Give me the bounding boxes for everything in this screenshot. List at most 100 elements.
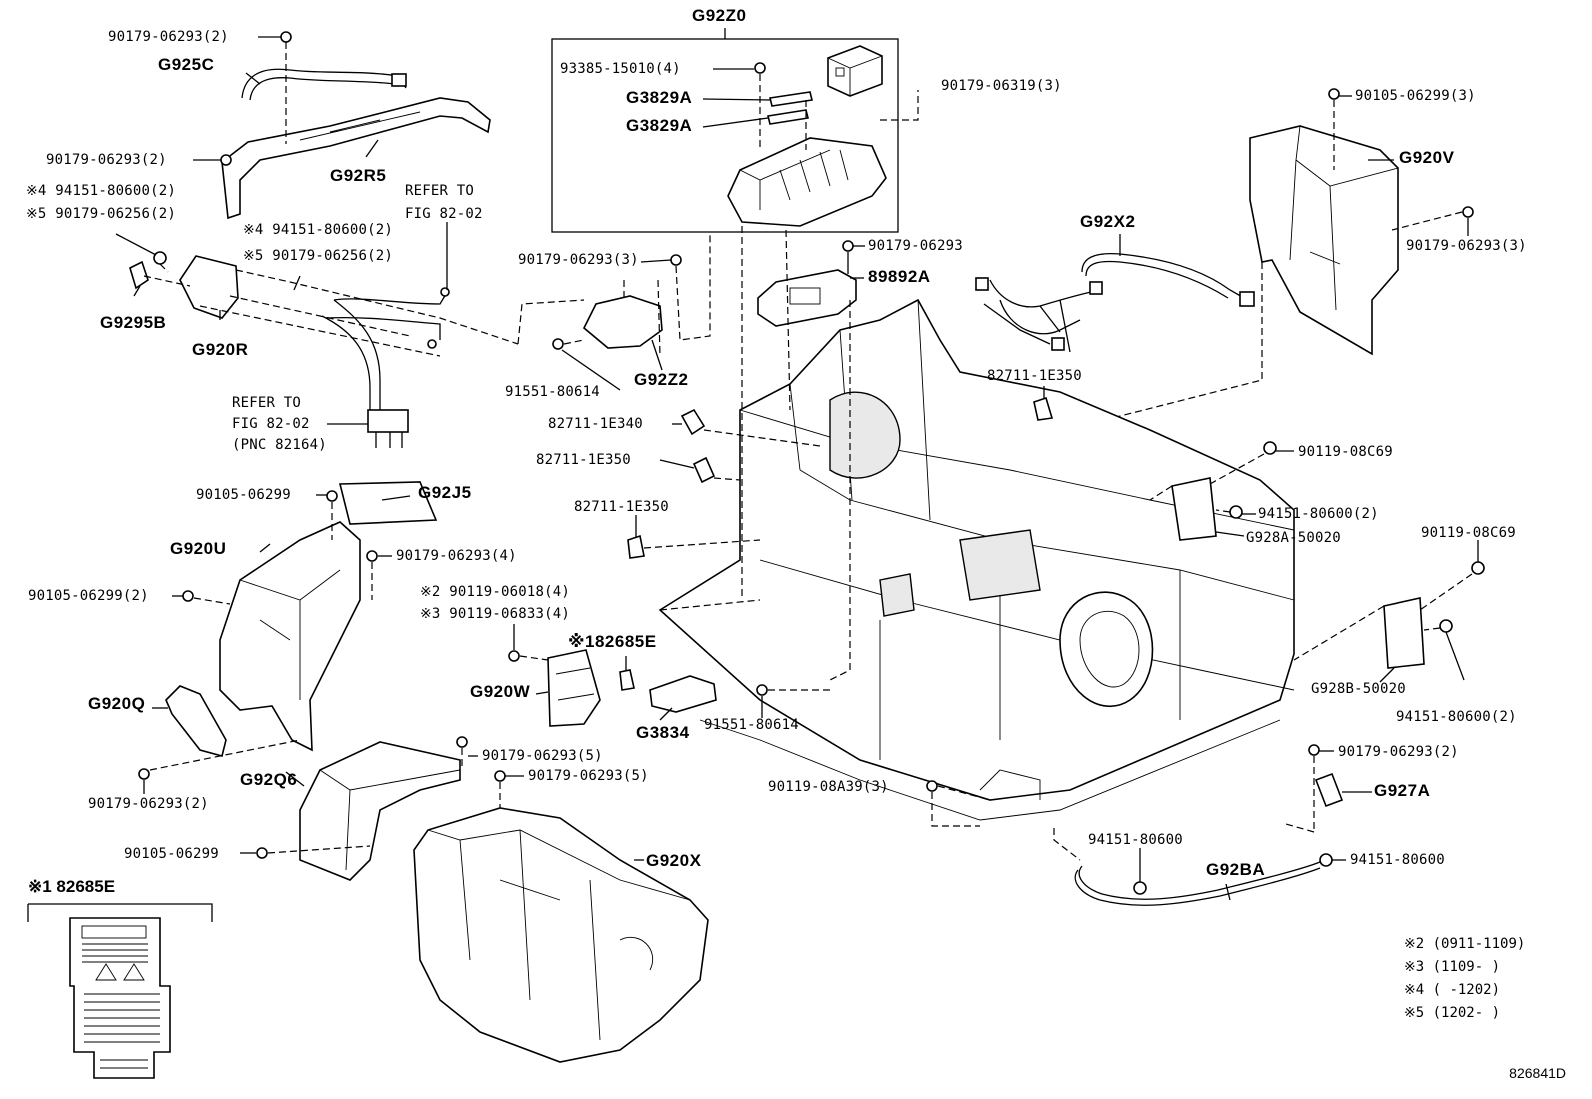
label-note3-90119: ※3 90119-06833(4)	[420, 606, 570, 622]
label-90179-06293-b: 90179-06293(2)	[46, 152, 167, 168]
label-g3834: G3834	[636, 723, 690, 742]
label-g92j5: G92J5	[418, 483, 472, 502]
label-pnc-82164: (PNC 82164)	[232, 437, 327, 453]
label-note4-94151: ※4 94151-80600(2)	[26, 183, 176, 199]
label-82711-1e350-b: 82711-1E350	[536, 452, 631, 468]
label-g925c: G925C	[158, 55, 215, 74]
label-93385-15010: 93385-15010(4)	[560, 61, 681, 77]
label-90179-06293-d: 90179-06293	[868, 238, 963, 254]
g920v-cover	[1249, 125, 1399, 356]
label-90179-06293-i: 90179-06293(5)	[528, 768, 649, 784]
drawing-code: 826841D	[1509, 1065, 1566, 1081]
g920x-cover	[413, 807, 709, 1063]
label-94151-80600-a: 94151-80600(2)	[1258, 506, 1379, 522]
label-94151-80600-d: 94151-80600	[1350, 852, 1445, 868]
label-82711-1e350-a: 82711-1E350	[987, 368, 1082, 384]
g3834-plug	[649, 675, 717, 713]
g920u-cover	[219, 521, 361, 752]
label-g920x: G920X	[646, 851, 702, 870]
g92j5-label	[338, 481, 438, 525]
label-90179-06319: 90179-06319(3)	[941, 78, 1062, 94]
label-90179-06293-f: 90179-06293(4)	[396, 548, 517, 564]
bolt-93385	[754, 62, 766, 74]
label-g920w: G920W	[470, 682, 531, 701]
label-g92z2: G92Z2	[634, 370, 689, 389]
label-g928a-50020: G928A-50020	[1246, 530, 1341, 546]
label-g920q: G920Q	[88, 694, 146, 713]
battery-cable-harness	[321, 287, 450, 448]
battery-assembly	[658, 298, 1295, 821]
label-g9295b: G9295B	[100, 313, 167, 332]
label-90179-06293-c: 90179-06293(3)	[518, 252, 639, 268]
label-g920u: G920U	[170, 539, 227, 558]
label-90105-06299-a: 90105-06299(3)	[1355, 88, 1476, 104]
label-refer-to-b: REFER TO	[232, 395, 302, 411]
label-note5-90179-b: ※5 90179-06256(2)	[243, 248, 393, 264]
connector-82711-1e350-a	[692, 456, 716, 484]
g920r-part	[179, 255, 239, 319]
g92r5-bracket	[221, 97, 491, 220]
label-note2-90119: ※2 90119-06018(4)	[420, 584, 570, 600]
label-89892a: 89892A	[868, 267, 931, 286]
inset-title-82685e: ※1 82685E	[28, 877, 116, 896]
label-94151-80600-c: 94151-80600	[1088, 832, 1183, 848]
label-91551-80614-b: 91551-80614	[704, 717, 799, 733]
label-91551-80614-a: 91551-80614	[505, 384, 600, 400]
label-g920v: G920V	[1399, 148, 1455, 167]
label-g92z0: G92Z0	[692, 6, 747, 25]
label-90105-06299-b: 90105-06299	[196, 487, 291, 503]
g92z2-bracket	[583, 295, 663, 349]
g9295b-part	[129, 260, 149, 290]
label-g920r: G920R	[192, 340, 249, 359]
fuse-part-2	[767, 109, 809, 125]
label-90179-06293-e: 90179-06293(3)	[1406, 238, 1527, 254]
g928b-bracket	[1383, 597, 1425, 669]
label-fig-82-02-b: FIG 82-02	[232, 416, 310, 432]
g927a-bracket	[1314, 772, 1344, 808]
label-90119-08c69-a: 90119-08C69	[1298, 444, 1393, 460]
legend-note2: ※2 (0911-1109)	[1404, 936, 1526, 952]
label-g928b-50020: G928B-50020	[1311, 681, 1406, 697]
label-note1-82685e: ※182685E	[568, 632, 657, 651]
g92q6-cover	[299, 741, 461, 881]
label-g3829a-a: G3829A	[626, 88, 693, 107]
label-g927a: G927A	[1374, 781, 1431, 800]
label-90179-06293-h: 90179-06293(5)	[482, 748, 603, 764]
label-82685e-small	[619, 669, 635, 691]
label-94151-80600-b: 94151-80600(2)	[1396, 709, 1517, 725]
g92ba-cable	[1074, 867, 1321, 906]
label-g3829a-b: G3829A	[626, 116, 693, 135]
g925c-harness	[241, 31, 407, 101]
label-note4-94151-b: ※4 94151-80600(2)	[243, 222, 393, 238]
relay-part	[827, 45, 883, 97]
fuse-part-1	[769, 91, 813, 107]
g92x2-harness	[975, 252, 1255, 353]
legend-note5: ※5 (1202- )	[1404, 1005, 1501, 1021]
legend-note3: ※3 (1109- )	[1404, 959, 1501, 975]
g928a-bracket	[1171, 477, 1217, 541]
label-82711-1e350-c: 82711-1E350	[574, 499, 669, 515]
label-90105-06299-c: 90105-06299(2)	[28, 588, 149, 604]
label-90179-06293-j: 90179-06293(2)	[1338, 744, 1459, 760]
label-note5-90179: ※5 90179-06256(2)	[26, 206, 176, 222]
connector-82711-1e350-c	[1033, 396, 1054, 421]
connector-82711-1e340	[680, 408, 706, 436]
label-g92ba: G92BA	[1206, 860, 1266, 879]
fuse-box-part	[727, 137, 887, 227]
g920q-bracket	[165, 685, 227, 757]
label-90119-08c69-b: 90119-08C69	[1421, 525, 1516, 541]
label-90179-06293-a: 90179-06293(2)	[108, 29, 229, 45]
g920w-cover	[547, 649, 601, 727]
label-90119-08a39: 90119-08A39(3)	[768, 779, 889, 795]
label-90179-06293-g: 90179-06293(2)	[88, 796, 209, 812]
label-82711-1e340: 82711-1E340	[548, 416, 643, 432]
legend-note4: ※4 ( -1202)	[1404, 982, 1501, 998]
label-g92q6: G92Q6	[240, 770, 298, 789]
label-g92x2: G92X2	[1080, 212, 1136, 231]
ecu-89892a	[757, 269, 857, 327]
label-g92r5: G92R5	[330, 166, 387, 185]
label-refer-to-a: REFER TO	[405, 183, 475, 199]
label-82685e-sketch	[69, 917, 171, 1079]
label-90105-06299-d: 90105-06299	[124, 846, 219, 862]
